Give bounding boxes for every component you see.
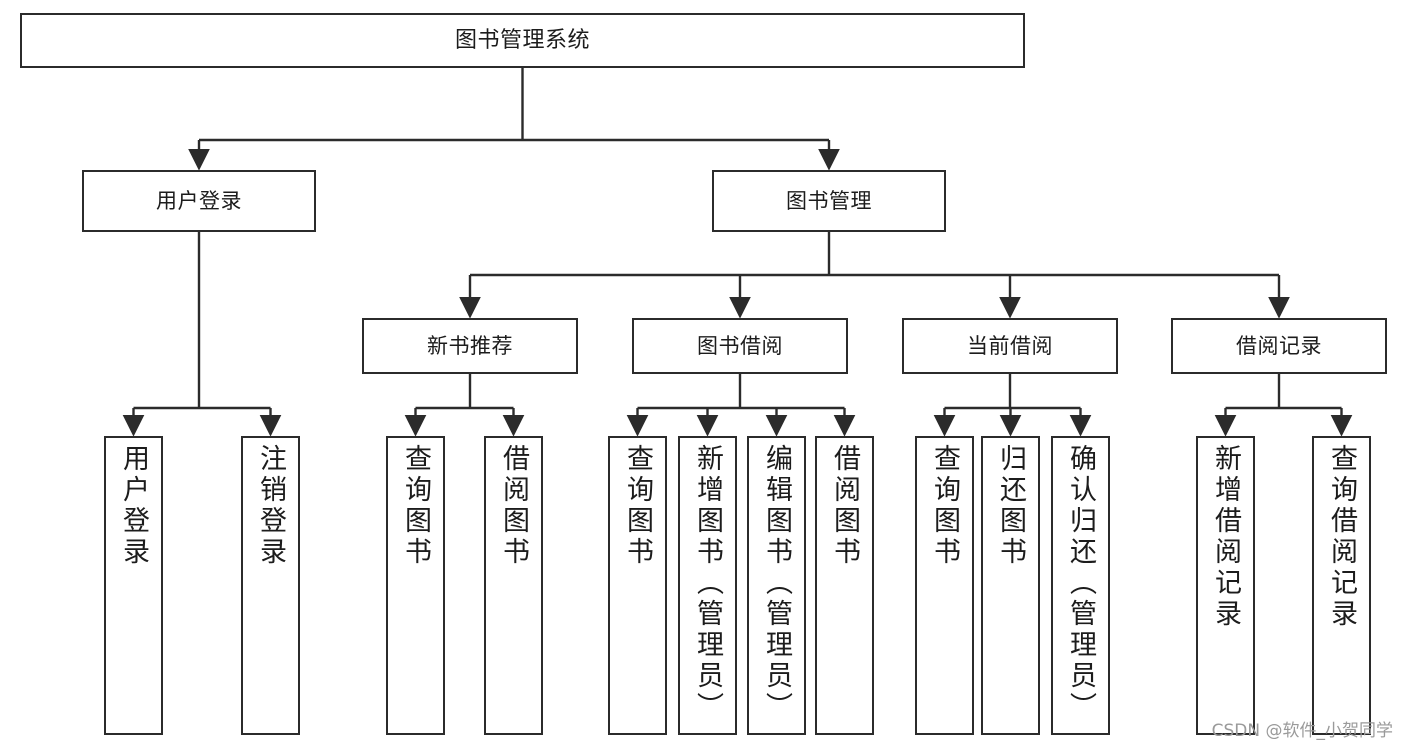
node-leaf-edit-book[interactable]: 编辑图书（管理员） (747, 436, 806, 735)
node-leaf-logout-login[interactable]: 注销登录 (241, 436, 300, 735)
node-book-manage[interactable]: 图书管理 (712, 170, 946, 232)
node-leaf-borrow-book-2[interactable]: 借阅图书 (815, 436, 874, 735)
node-leaf-query-book-2-label: 查询图书 (622, 444, 653, 568)
node-leaf-add-book[interactable]: 新增图书（管理员） (678, 436, 737, 735)
node-new-book-recommend[interactable]: 新书推荐 (362, 318, 578, 374)
node-root[interactable]: 图书管理系统 (20, 13, 1025, 68)
node-leaf-user-login[interactable]: 用户登录 (104, 436, 163, 735)
node-leaf-user-login-label: 用户登录 (118, 444, 149, 568)
node-new-book-recommend-label: 新书推荐 (427, 333, 513, 358)
node-book-borrow[interactable]: 图书借阅 (632, 318, 848, 374)
node-leaf-add-book-label: 新增图书（管理员） (692, 444, 723, 723)
node-user-login-label: 用户登录 (156, 188, 242, 213)
node-leaf-confirm-return[interactable]: 确认归还（管理员） (1051, 436, 1110, 735)
node-leaf-query-book-1-label: 查询图书 (400, 444, 431, 568)
node-leaf-query-book-1[interactable]: 查询图书 (386, 436, 445, 735)
node-leaf-query-book-3-label: 查询图书 (929, 444, 960, 568)
node-leaf-query-book-2[interactable]: 查询图书 (608, 436, 667, 735)
node-book-manage-label: 图书管理 (786, 188, 872, 213)
node-leaf-add-record-label: 新增借阅记录 (1210, 444, 1241, 630)
node-borrow-record-label: 借阅记录 (1236, 333, 1322, 358)
node-root-label: 图书管理系统 (454, 27, 590, 53)
node-leaf-logout-login-label: 注销登录 (255, 444, 286, 568)
node-leaf-query-book-3[interactable]: 查询图书 (915, 436, 974, 735)
node-leaf-query-record[interactable]: 查询借阅记录 (1312, 436, 1371, 735)
node-leaf-confirm-return-label: 确认归还（管理员） (1065, 444, 1096, 723)
node-leaf-query-record-label: 查询借阅记录 (1326, 444, 1357, 630)
node-leaf-borrow-book-2-label: 借阅图书 (829, 444, 860, 568)
node-leaf-borrow-book-1-label: 借阅图书 (498, 444, 529, 568)
node-leaf-borrow-book-1[interactable]: 借阅图书 (484, 436, 543, 735)
node-leaf-add-record[interactable]: 新增借阅记录 (1196, 436, 1255, 735)
node-current-borrow-label: 当前借阅 (967, 333, 1053, 358)
node-current-borrow[interactable]: 当前借阅 (902, 318, 1118, 374)
node-leaf-return-book[interactable]: 归还图书 (981, 436, 1040, 735)
node-user-login[interactable]: 用户登录 (82, 170, 316, 232)
node-book-borrow-label: 图书借阅 (697, 333, 783, 358)
node-leaf-edit-book-label: 编辑图书（管理员） (761, 444, 792, 723)
node-leaf-return-book-label: 归还图书 (995, 444, 1026, 568)
node-borrow-record[interactable]: 借阅记录 (1171, 318, 1387, 374)
